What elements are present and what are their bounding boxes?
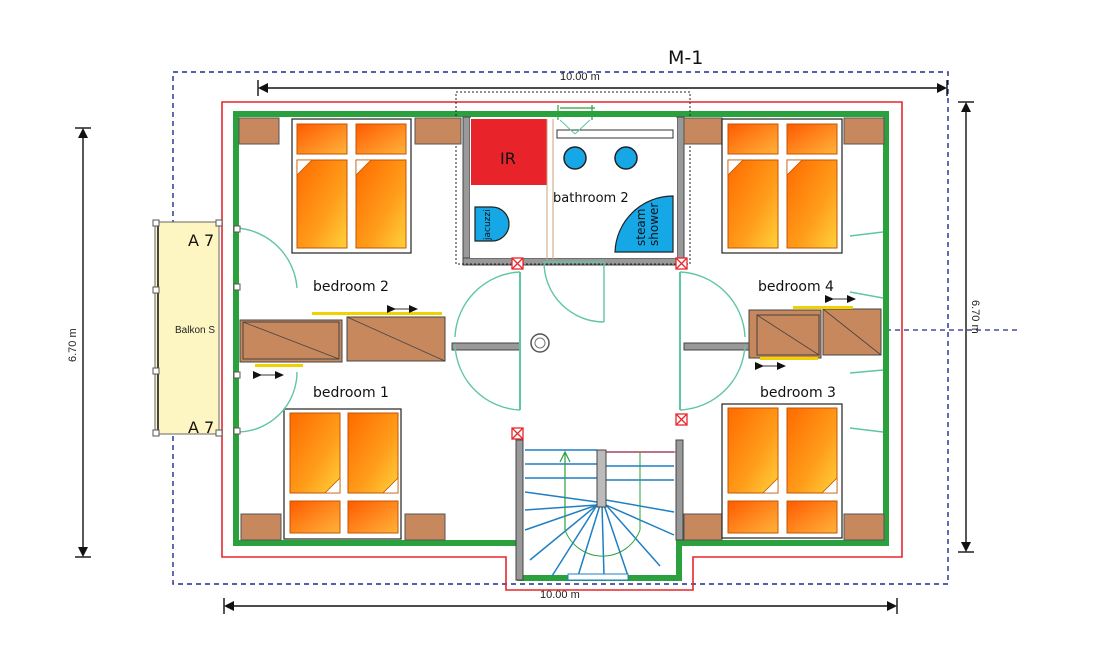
bedroom-3-label: bedroom 3 [760,385,836,401]
staircase [524,449,676,581]
infrared-label: IR [500,149,516,168]
steam-shower-label-line2: shower [647,203,661,246]
bedroom-1: bedroom 1 [240,364,446,541]
window-label-lower: A 7 [188,418,214,437]
dim-bottom-label: 10.00 m [540,589,580,601]
outer-wall [221,101,903,591]
vanity [556,129,674,139]
bedroom-3: bedroom 3 [683,385,885,541]
bedroom-4-label: bedroom 4 [758,279,834,295]
bedroom-2: bedroom 2 [238,117,462,363]
bedroom-1-label: bedroom 1 [313,385,389,401]
steam-shower-icon [614,195,674,253]
balcony [154,221,220,435]
bedroom-2-label: bedroom 2 [313,279,389,295]
dim-right-label: 6.70 m [969,300,981,334]
steam-shower-label-line1: steam [634,209,648,246]
inner-wall [233,111,889,581]
infrared-room [471,119,547,185]
window-label-upper: A 7 [188,231,214,250]
bathroom-label: bathroom 2 [553,191,629,206]
jacuzzi-icon [474,206,510,242]
dim-left-label: 6.70 m [67,328,79,362]
dim-top-label: 10.00 m [560,71,600,83]
corner-markers [511,257,688,440]
sink-left-icon [563,146,587,170]
balcony-label: Balkon S [175,325,215,336]
hall-doors [236,227,884,433]
bathroom-door [543,261,605,323]
sink-right-icon [614,146,638,170]
bathroom-dashed [455,91,691,265]
steam-shower-label: steamshower [634,203,661,246]
plan-title: M-1 [668,47,703,69]
jacuzzi-label: jacuzzi [483,209,493,241]
bedroom-4: bedroom 4 [683,117,885,370]
